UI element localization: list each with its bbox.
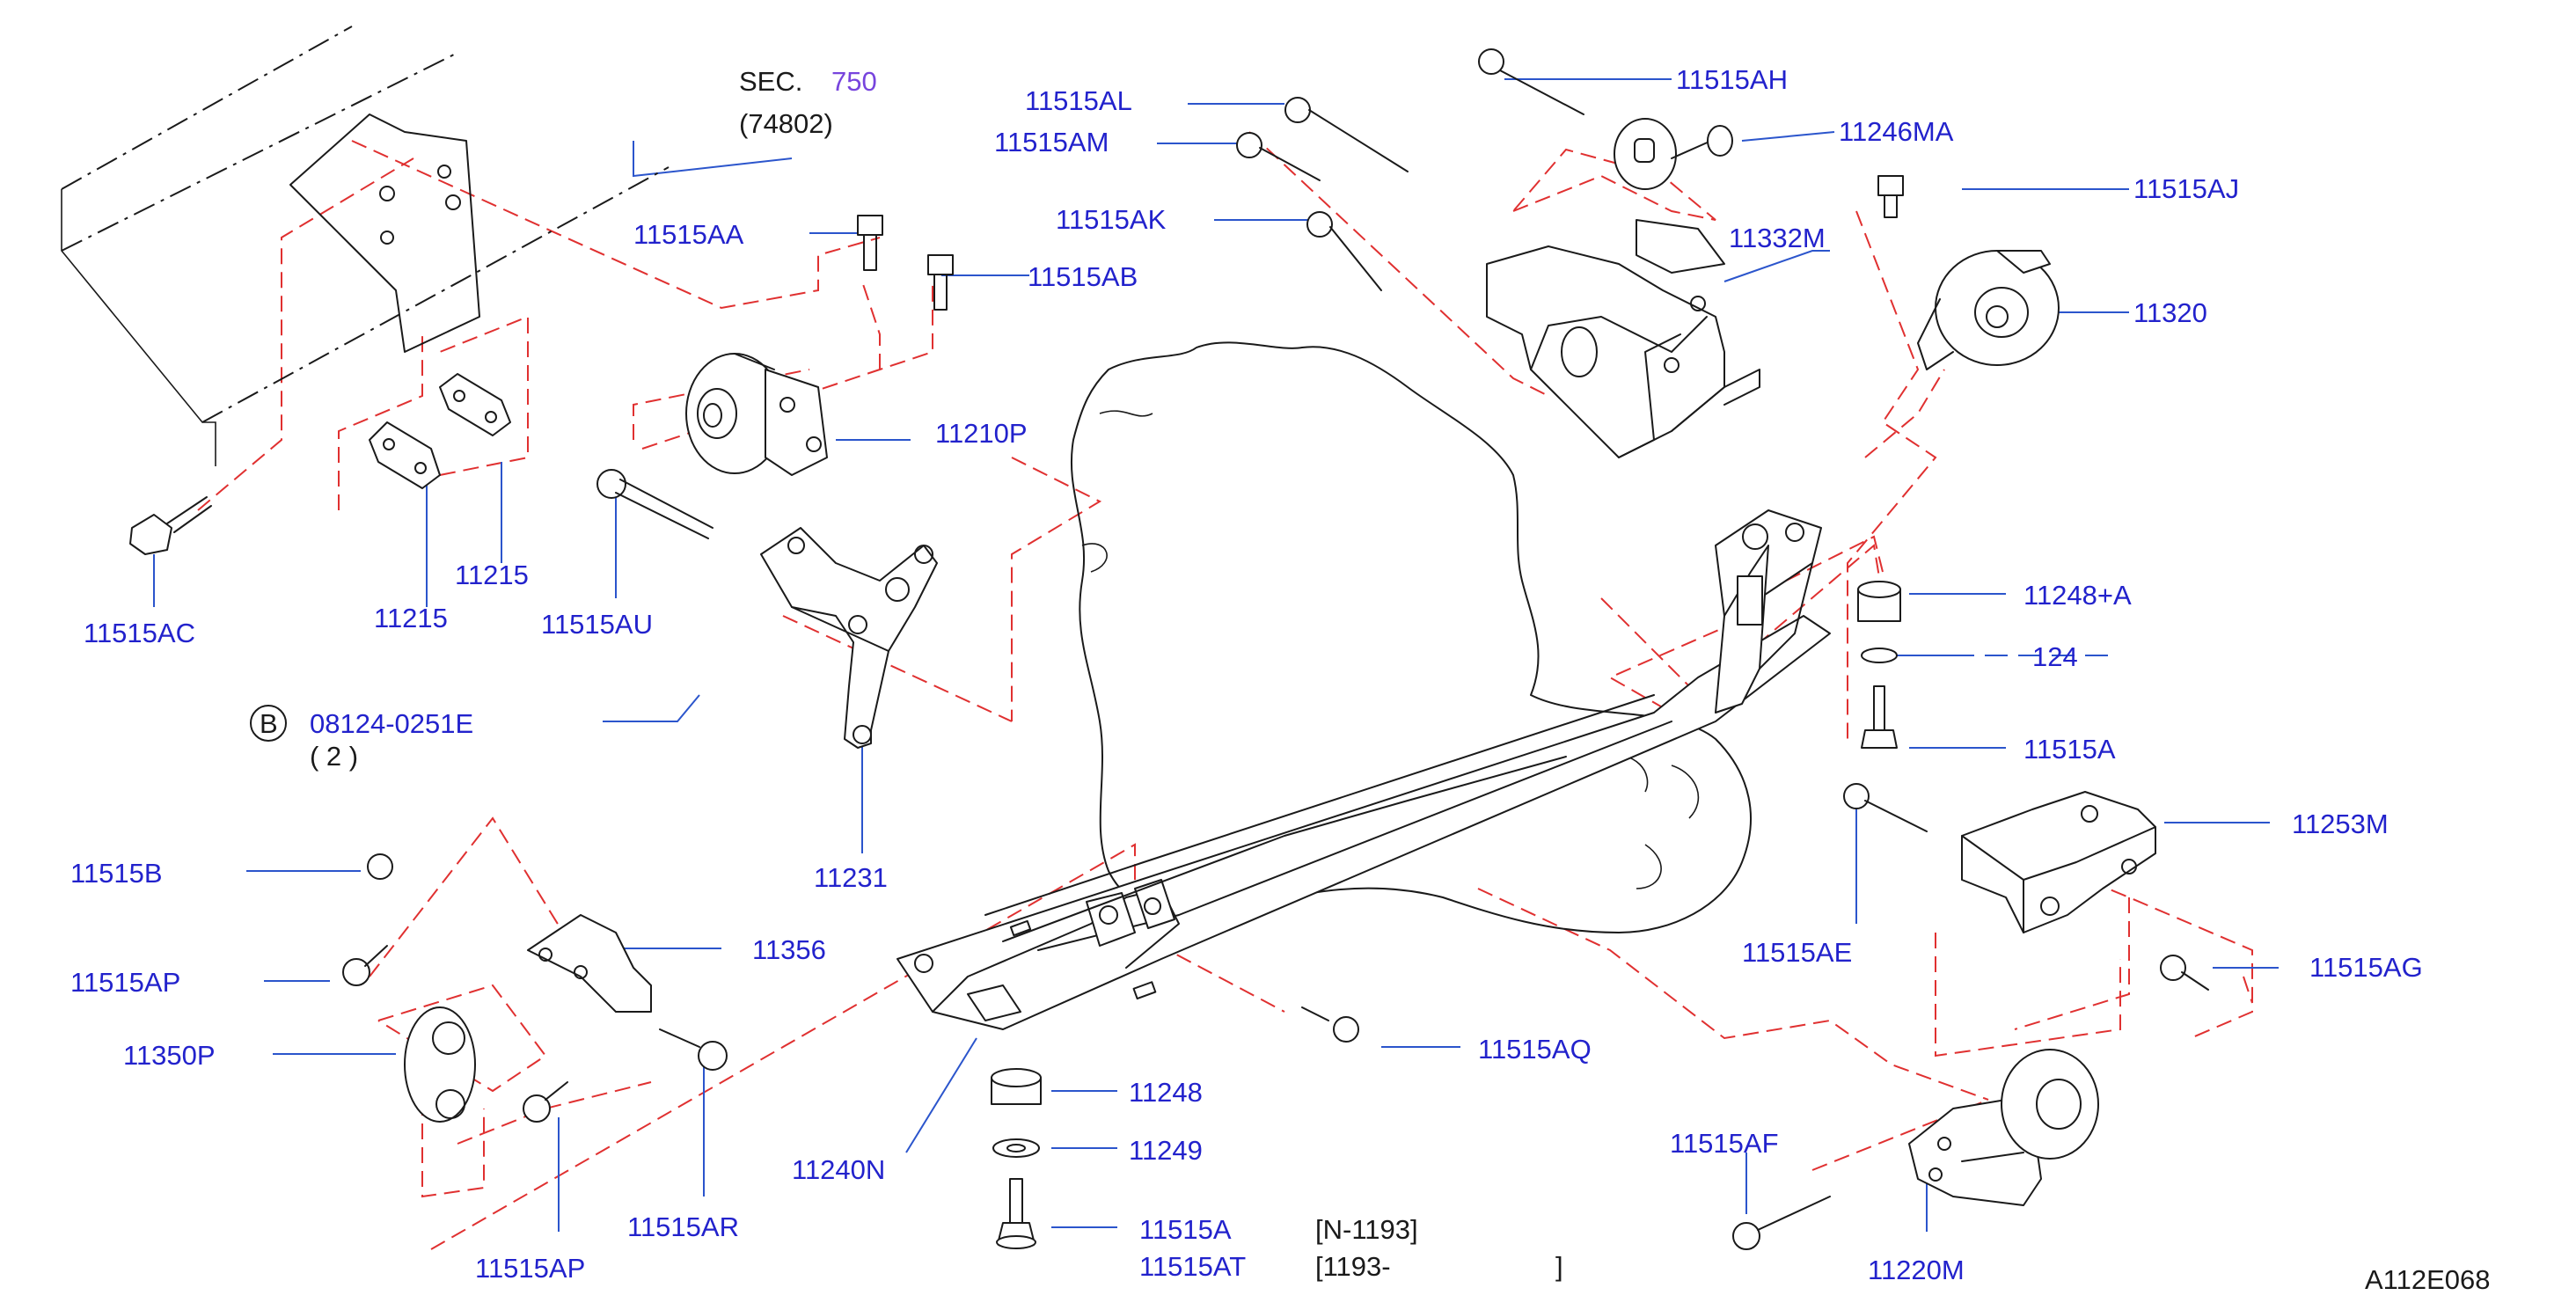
- part-label-11515A-right[interactable]: 11515A: [2023, 734, 2116, 765]
- stopper-11246MA: [1614, 118, 1733, 190]
- serial-note-first: [N-1193]: [1315, 1214, 1418, 1245]
- section-ref-prefix: SEC.: [739, 66, 802, 97]
- part-label-11220M[interactable]: 11220M: [1868, 1255, 1965, 1285]
- bracket-11231: [760, 527, 938, 749]
- part-label-11515AF[interactable]: 11515AF: [1670, 1128, 1779, 1159]
- part-label-11515AM[interactable]: 11515AM: [994, 127, 1109, 157]
- part-label-11515AQ[interactable]: 11515AQ: [1478, 1034, 1592, 1065]
- mount-11350P-group: [367, 853, 652, 1123]
- part-label-11515AB[interactable]: 11515AB: [1028, 261, 1138, 292]
- insulator-stack-bottom: [991, 1068, 1042, 1249]
- part-label-11215-a[interactable]: 11215: [374, 603, 448, 633]
- line-art: [61, 26, 2209, 1250]
- part-label-11515AA[interactable]: 11515AA: [633, 219, 744, 250]
- bracket-11253M: [1961, 791, 2156, 933]
- part-label-11215-b[interactable]: 11215: [455, 560, 529, 590]
- part-label-11332M[interactable]: 11332M: [1729, 223, 1826, 253]
- part-label-11515A-bottom[interactable]: 11515A: [1139, 1214, 1232, 1245]
- figure-code: A112E068: [2365, 1264, 2491, 1295]
- part-label-11515AG[interactable]: 11515AG: [2309, 952, 2423, 983]
- part-label-11248[interactable]: 11248: [1129, 1077, 1203, 1108]
- part-label-124[interactable]: 124: [2032, 641, 2078, 672]
- part-label-11210P[interactable]: 11210P: [935, 418, 1028, 449]
- part-label-11240N[interactable]: 11240N: [792, 1154, 885, 1185]
- part-label-11320[interactable]: 11320: [2133, 297, 2207, 328]
- part-label-11253M[interactable]: 11253M: [2292, 809, 2389, 839]
- part-label-11246MA[interactable]: 11246MA: [1839, 116, 1954, 147]
- spacers-11215: [369, 373, 511, 489]
- bolt-ref-qty: ( 2 ): [310, 741, 358, 772]
- part-label-11515AH[interactable]: 11515AH: [1676, 64, 1788, 95]
- engine-block-outline: [1070, 341, 1752, 933]
- mount-11220M: [1908, 1049, 2099, 1206]
- part-label-11515AE[interactable]: 11515AE: [1742, 937, 1852, 968]
- serial-note-second: [1193-: [1315, 1251, 1391, 1282]
- insulator-stack-right: [1857, 581, 1901, 749]
- part-labels: SEC. 750 (74802) 11515AH 11246MA 11515AL…: [70, 64, 2491, 1295]
- bolt-ref-badge: B: [260, 708, 278, 739]
- part-label-11231[interactable]: 11231: [814, 862, 888, 893]
- part-label-11515AP-a[interactable]: 11515AP: [70, 967, 180, 998]
- part-label-11350P[interactable]: 11350P: [123, 1040, 216, 1071]
- serial-note-close: ]: [1555, 1251, 1563, 1282]
- part-label-11515AK[interactable]: 11515AK: [1056, 204, 1167, 235]
- section-ref-code: (74802): [739, 108, 833, 139]
- frame-rail: [61, 26, 670, 466]
- part-label-11515AU[interactable]: 11515AU: [541, 609, 653, 640]
- part-label-11515AP-b[interactable]: 11515AP: [475, 1253, 585, 1284]
- part-label-11515AT[interactable]: 11515AT: [1139, 1251, 1246, 1282]
- bolt-ref-part[interactable]: 08124-0251E: [310, 708, 473, 739]
- insulator-11320: [1917, 250, 2060, 370]
- mount-11210P: [685, 353, 828, 476]
- part-label-11356[interactable]: 11356: [752, 934, 826, 965]
- part-label-11515AL[interactable]: 11515AL: [1025, 85, 1132, 116]
- bolt-ref-badge-circle: [250, 705, 287, 742]
- part-label-11248A[interactable]: 11248+A: [2023, 580, 2132, 611]
- part-label-11515B[interactable]: 11515B: [70, 858, 163, 889]
- bolts: [129, 48, 2209, 1250]
- section-ref-number[interactable]: 750: [831, 66, 877, 97]
- part-label-11515AC[interactable]: 11515AC: [84, 618, 195, 648]
- part-label-11515AJ[interactable]: 11515AJ: [2133, 173, 2239, 204]
- crossmember-11240N: [896, 509, 1831, 1030]
- part-label-11249[interactable]: 11249: [1129, 1135, 1203, 1166]
- bracket-11332M: [1486, 219, 1760, 458]
- part-label-11515AR[interactable]: 11515AR: [627, 1211, 739, 1242]
